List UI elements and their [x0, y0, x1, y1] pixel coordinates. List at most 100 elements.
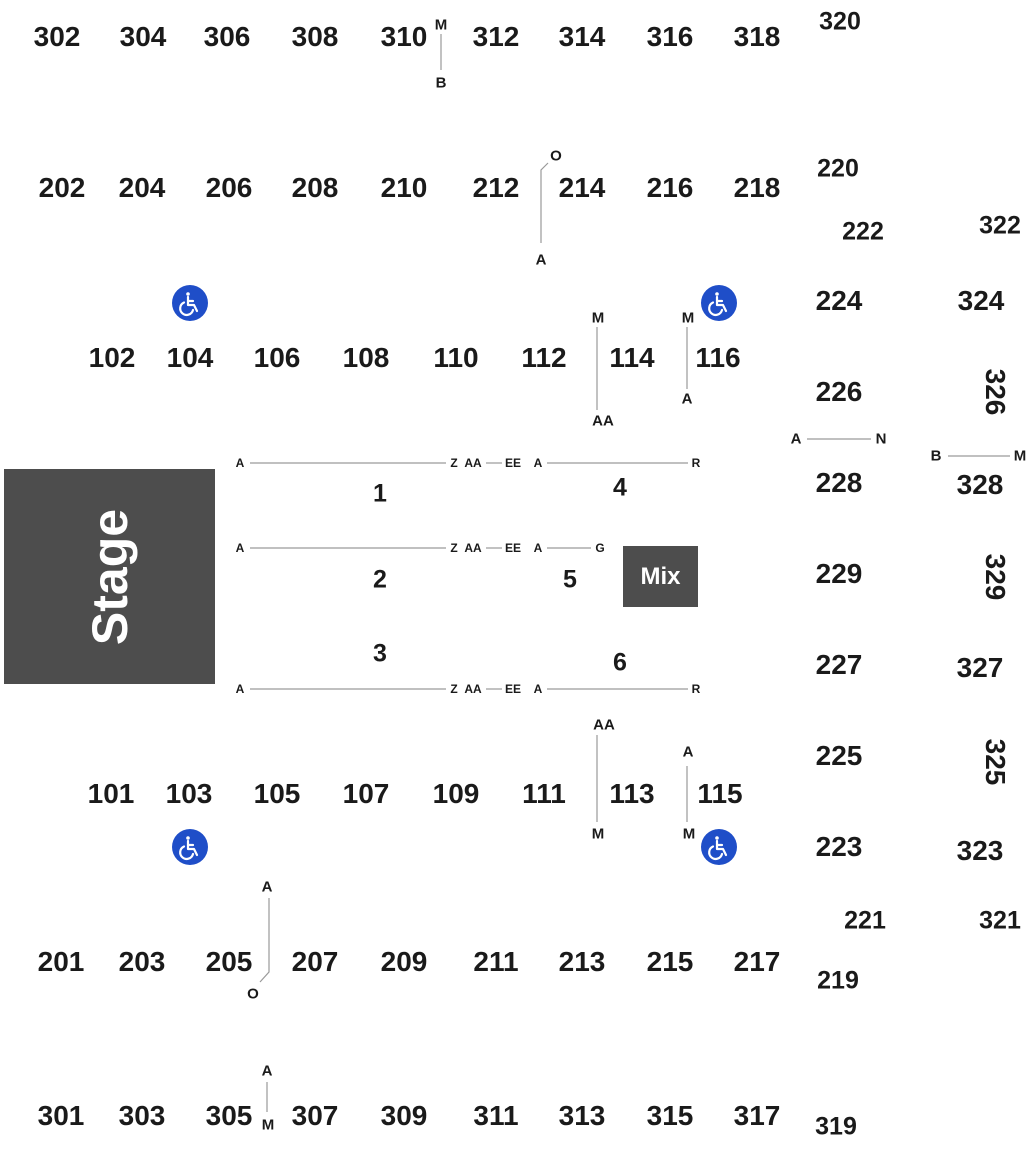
section-107[interactable]: 107 [342, 778, 390, 809]
section-225[interactable]: 225 [815, 740, 863, 771]
wheelchair-icon[interactable] [701, 829, 737, 865]
section-207[interactable]: 207 [291, 946, 339, 977]
row-label-aa: AA [592, 412, 614, 430]
section-309[interactable]: 309 [380, 1100, 428, 1131]
section-220[interactable]: 220 [817, 154, 859, 183]
section-211[interactable]: 211 [473, 946, 519, 977]
section-316[interactable]: 316 [646, 21, 694, 52]
row-label-ee: EE [504, 456, 522, 470]
section-226[interactable]: 226 [815, 376, 863, 407]
section-303[interactable]: 303 [118, 1100, 166, 1131]
section-116[interactable]: 116 [695, 342, 741, 373]
section-114[interactable]: 114 [609, 342, 655, 373]
section-317[interactable]: 317 [733, 1100, 781, 1131]
row-label-ee: EE [504, 682, 522, 696]
section-213[interactable]: 213 [558, 946, 606, 977]
section-208[interactable]: 208 [291, 172, 339, 203]
section-217[interactable]: 217 [733, 946, 781, 977]
section-319[interactable]: 319 [815, 1112, 857, 1141]
section-323[interactable]: 323 [956, 835, 1004, 866]
section-311[interactable]: 311 [473, 1100, 519, 1131]
section-313[interactable]: 313 [558, 1100, 606, 1131]
section-103[interactable]: 103 [165, 778, 213, 809]
section-327[interactable]: 327 [956, 652, 1004, 683]
section-325[interactable]: 325 [980, 738, 1011, 786]
section-205[interactable]: 205 [205, 946, 253, 977]
section-floor-2[interactable]: 2 [373, 565, 387, 594]
section-floor-4[interactable]: 4 [613, 473, 627, 502]
section-314[interactable]: 314 [558, 21, 606, 52]
section-218[interactable]: 218 [733, 172, 781, 203]
section-floor-3[interactable]: 3 [373, 639, 387, 668]
row-label-aa: AA [464, 456, 482, 470]
section-315[interactable]: 315 [646, 1100, 694, 1131]
section-101[interactable]: 101 [87, 778, 135, 809]
row-label-ee: EE [504, 541, 522, 555]
section-301[interactable]: 301 [37, 1100, 85, 1131]
section-222[interactable]: 222 [842, 217, 884, 246]
section-224[interactable]: 224 [815, 285, 863, 316]
section-210[interactable]: 210 [380, 172, 428, 203]
section-322[interactable]: 322 [979, 211, 1021, 240]
row-label-m: M [591, 825, 605, 843]
section-228[interactable]: 228 [815, 467, 863, 498]
section-206[interactable]: 206 [205, 172, 253, 203]
section-305[interactable]: 305 [205, 1100, 253, 1131]
wheelchair-icon[interactable] [172, 829, 208, 865]
section-216[interactable]: 216 [646, 172, 694, 203]
section-112[interactable]: 112 [521, 342, 567, 373]
section-219[interactable]: 219 [817, 966, 859, 995]
section-106[interactable]: 106 [253, 342, 301, 373]
section-306[interactable]: 306 [203, 21, 251, 52]
section-floor-1[interactable]: 1 [373, 479, 387, 508]
row-label-m: M [261, 1116, 275, 1134]
section-304[interactable]: 304 [119, 21, 167, 52]
section-209[interactable]: 209 [380, 946, 428, 977]
section-307[interactable]: 307 [291, 1100, 339, 1131]
row-label-a: A [261, 1062, 273, 1080]
section-215[interactable]: 215 [646, 946, 694, 977]
row-label-a: A [533, 682, 543, 696]
stage[interactable]: Stage [4, 469, 215, 684]
section-204[interactable]: 204 [118, 172, 166, 203]
row-label-n: N [875, 430, 887, 448]
section-302[interactable]: 302 [33, 21, 81, 52]
section-105[interactable]: 105 [253, 778, 301, 809]
section-328[interactable]: 328 [956, 469, 1004, 500]
section-212[interactable]: 212 [472, 172, 520, 203]
section-326[interactable]: 326 [980, 368, 1011, 416]
section-109[interactable]: 109 [432, 778, 480, 809]
section-113[interactable]: 113 [609, 778, 655, 809]
section-102[interactable]: 102 [88, 342, 136, 373]
section-115[interactable]: 115 [697, 778, 743, 809]
section-111[interactable]: 111 [522, 778, 566, 809]
section-310[interactable]: 310 [380, 21, 428, 52]
section-229[interactable]: 229 [815, 558, 863, 589]
wheelchair-icon[interactable] [701, 285, 737, 321]
section-227[interactable]: 227 [815, 649, 863, 680]
row-label-a: A [682, 743, 694, 761]
section-108[interactable]: 108 [342, 342, 390, 373]
section-202[interactable]: 202 [38, 172, 86, 203]
section-221[interactable]: 221 [844, 906, 886, 935]
section-203[interactable]: 203 [118, 946, 166, 977]
section-201[interactable]: 201 [37, 946, 85, 977]
section-110[interactable]: 110 [433, 342, 479, 373]
section-223[interactable]: 223 [815, 831, 863, 862]
section-floor-5[interactable]: 5 [563, 565, 577, 594]
section-104[interactable]: 104 [166, 342, 214, 373]
section-329[interactable]: 329 [980, 553, 1011, 601]
section-321[interactable]: 321 [979, 906, 1021, 935]
row-label-m: M [682, 825, 696, 843]
mix-booth[interactable]: Mix [623, 546, 698, 607]
section-324[interactable]: 324 [957, 285, 1005, 316]
row-label-aa: AA [464, 541, 482, 555]
section-320[interactable]: 320 [819, 7, 861, 36]
section-floor-6[interactable]: 6 [613, 648, 627, 677]
section-214[interactable]: 214 [558, 172, 606, 203]
section-308[interactable]: 308 [291, 21, 339, 52]
row-label-z: Z [450, 456, 458, 470]
wheelchair-icon[interactable] [172, 285, 208, 321]
section-312[interactable]: 312 [472, 21, 520, 52]
section-318[interactable]: 318 [733, 21, 781, 52]
